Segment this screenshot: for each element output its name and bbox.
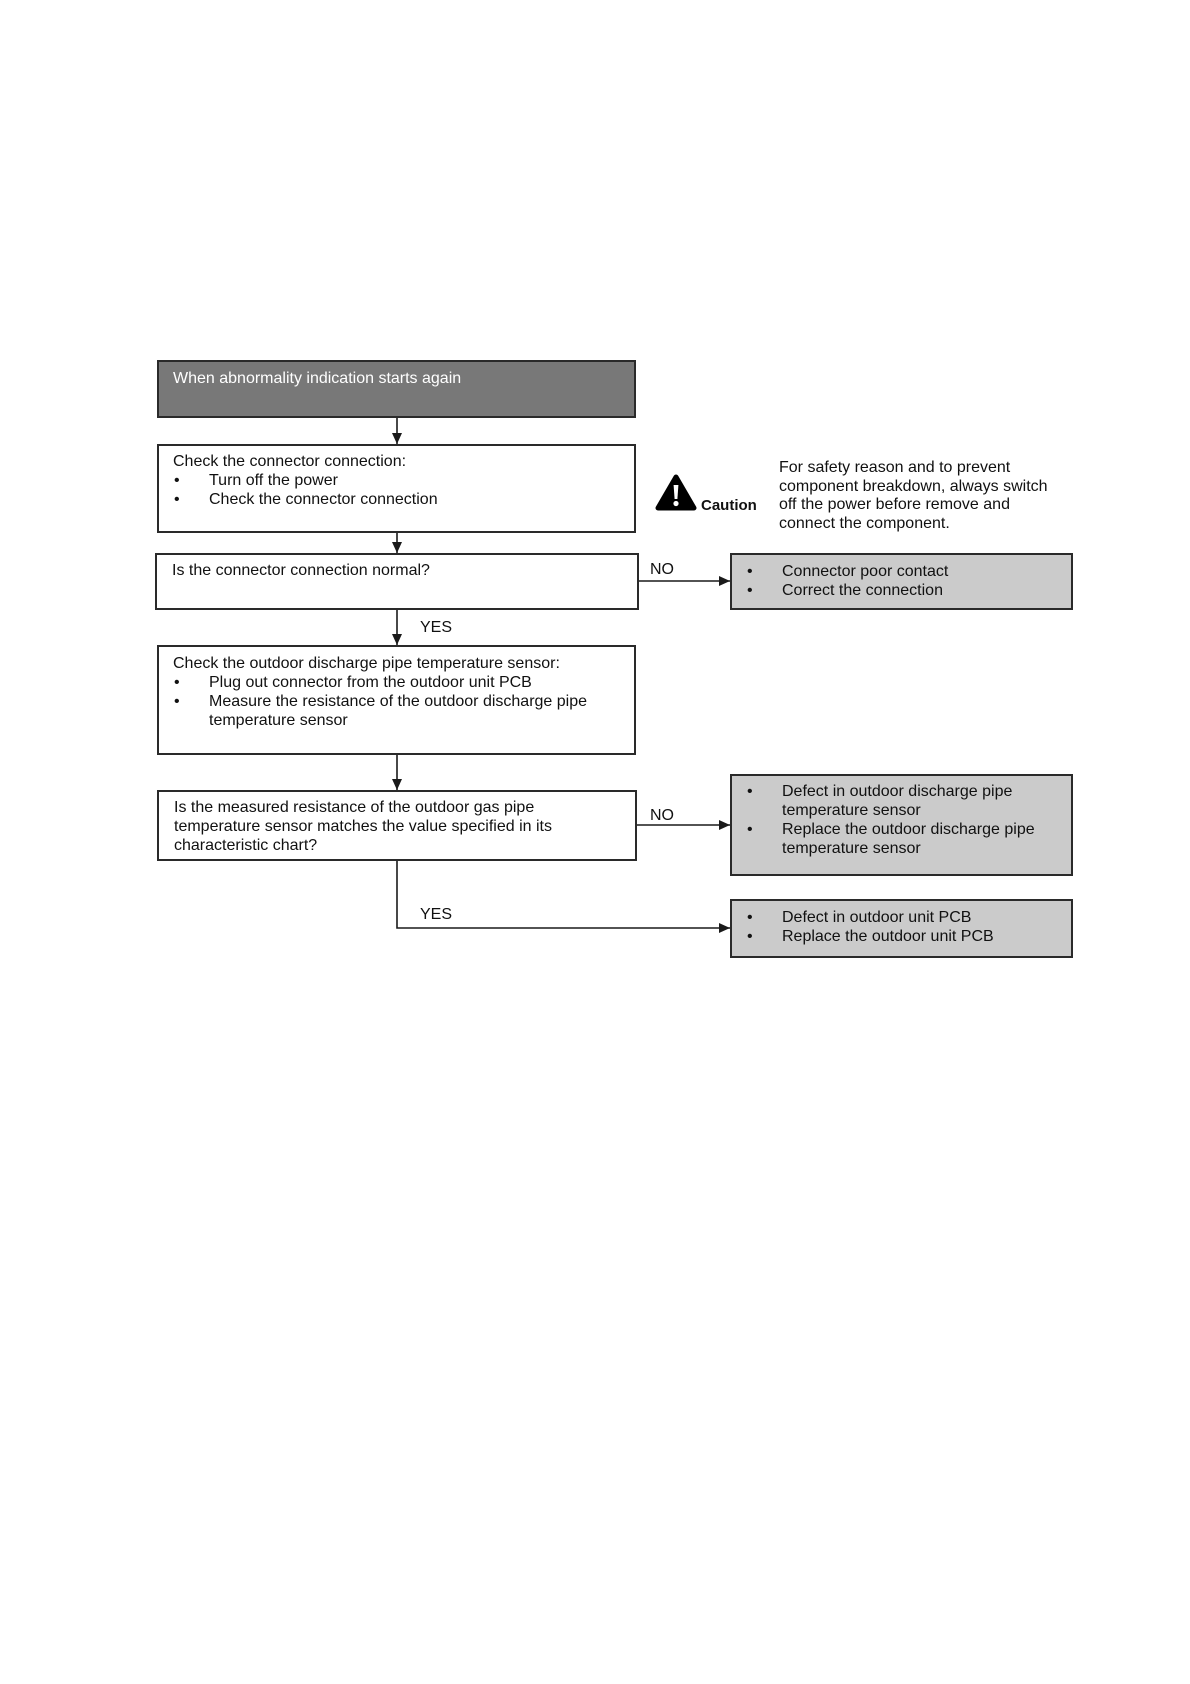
decision-resistance-line: Is the measured resistance of the outdoo… (174, 799, 535, 816)
no-label: NO (650, 561, 674, 578)
check-sensor-box: Check the outdoor discharge pipe tempera… (157, 645, 636, 755)
caution-text-line: off the power before remove and (779, 496, 1010, 514)
bullet-item: Connector poor contact (747, 562, 1057, 581)
bullet-item-line: temperature sensor (782, 802, 921, 819)
bullet-item-line: Plug out connector from the outdoor unit… (209, 674, 532, 691)
decision-connector-box: Is the connector connection normal? (155, 553, 639, 610)
decision-resistance-line: characteristic chart? (174, 837, 318, 854)
bullet-item: Replace the outdoor discharge pipe tempe… (747, 820, 1057, 858)
caution-text-line: For safety reason and to prevent (779, 459, 1011, 476)
bullet-item-line: temperature sensor (209, 712, 348, 729)
caution-text: For safety reason and to prevent compone… (779, 459, 1048, 533)
caution-text-line: connect the component. (779, 514, 950, 532)
bullet-item: Correct the connection (747, 581, 1057, 600)
decision-resistance-box: Is the measured resistance of the outdoo… (157, 790, 637, 861)
start-box-text: When abnormality indication starts again (173, 370, 462, 387)
result-sensor-box: Defect in outdoor discharge pipe tempera… (730, 774, 1073, 876)
yes-label: YES (420, 906, 453, 923)
start-box: When abnormality indication starts again (157, 360, 636, 418)
bullet-item-line: Defect in outdoor discharge pipe (782, 783, 1013, 800)
bullet-item: Measure the resistance of the outdoor di… (173, 692, 620, 730)
warning-triangle-icon (655, 474, 697, 511)
caution-text-line: component breakdown, always switch (779, 477, 1048, 495)
check-connector-heading: Check the connector connection: (173, 453, 407, 470)
decision-resistance-line: temperature sensor matches the value spe… (174, 818, 552, 835)
bullet-item: Replace the outdoor unit PCB (747, 927, 1057, 946)
check-connector-box: Check the connector connection: Turn off… (157, 444, 636, 533)
result-pcb-box: Defect in outdoor unit PCB Replace the o… (730, 899, 1073, 958)
bullet-item: Defect in outdoor discharge pipe tempera… (747, 782, 1057, 820)
yes-label: YES (420, 619, 453, 636)
bullet-item: Turn off the power (173, 471, 620, 490)
bullet-item: Plug out connector from the outdoor unit… (173, 673, 620, 692)
bullet-item-line: Measure the resistance of the outdoor di… (209, 693, 588, 710)
no-label: NO (650, 807, 674, 824)
bullet-item-line: temperature sensor (782, 840, 921, 857)
bullet-item: Defect in outdoor unit PCB (747, 908, 1057, 927)
bullet-item-line: Replace the outdoor discharge pipe (782, 821, 1035, 838)
check-sensor-heading: Check the outdoor discharge pipe tempera… (173, 655, 560, 672)
bullet-item: Check the connector connection (173, 490, 620, 509)
result-connector-box: Connector poor contact Correct the conne… (730, 553, 1073, 610)
decision-connector-text: Is the connector connection normal? (172, 562, 430, 579)
caution-label: Caution (701, 497, 757, 514)
